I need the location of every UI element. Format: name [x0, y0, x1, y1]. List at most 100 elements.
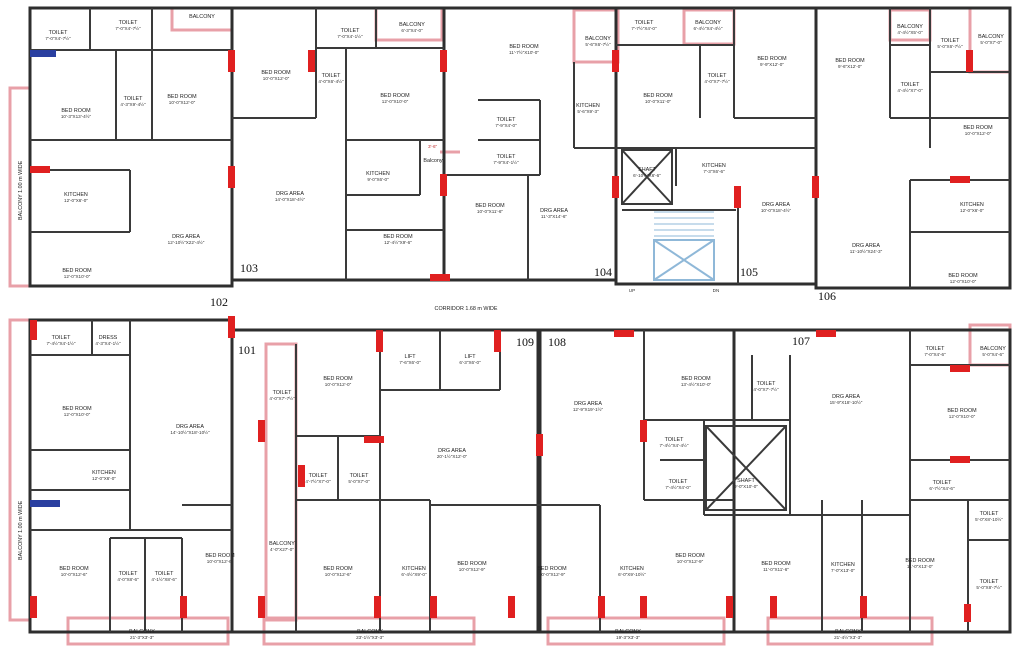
room-dimension: 4'-4½"X5'-0"	[897, 29, 923, 35]
room-name: TOILET	[124, 96, 143, 102]
doors	[30, 50, 973, 622]
room-dimension: 5'-0"X7'-0"	[348, 479, 370, 484]
room-name: DRG AREA	[574, 401, 602, 407]
room-dimension: 10'-0"X12'-9"	[459, 567, 486, 572]
room-name: BALCONY	[615, 629, 641, 635]
stair-dn: DN	[713, 288, 720, 293]
room-name: TOILET	[322, 73, 341, 79]
room-dimension: 10'-0"X12'-6"	[207, 559, 234, 564]
room-name: KITCHEN	[960, 202, 984, 208]
room-dimension: 12'-10½"X22'-4½"	[168, 239, 205, 245]
room-dimension: 5'-0"X7'-0"	[980, 40, 1002, 45]
room-name: BALCONY	[897, 24, 923, 30]
walls	[28, 6, 1012, 634]
room-dimension: 4'-0"X7'-7½"	[269, 395, 295, 401]
room-name: TOILET	[309, 473, 328, 479]
room-dimension: 10'-0"X18'-4½"	[761, 207, 792, 213]
flat-numbers: 101 102 103 104 105 106 107 108 109	[210, 261, 836, 357]
room-dimension: 6'-4½"X9'-0"	[401, 571, 427, 577]
room-dimension: 11'-0"X11'-6"	[763, 567, 789, 572]
room-dimension: 12'-0"X10'-0"	[949, 414, 976, 419]
room-name: DRG AREA	[276, 191, 304, 197]
stair-up: UP	[629, 288, 635, 293]
room-dimension: 12'-9"X19'-1½"	[573, 406, 604, 412]
room-name: BED ROOM	[475, 203, 505, 209]
room-name: Balcony	[423, 158, 442, 164]
room-name: BED ROOM	[675, 553, 705, 559]
room-dimension: 21'-4½"X3'-3"	[834, 634, 862, 640]
room-dimension: 12'-0"X6'-0"	[64, 198, 88, 203]
room-name: BED ROOM	[323, 376, 353, 382]
small-dimension: 3'-6"	[428, 144, 438, 149]
room-name: BED ROOM	[383, 234, 413, 240]
room-name: BED ROOM	[905, 558, 935, 564]
room-name: TOILET	[757, 381, 776, 387]
room-dimension: 14'-0"X18'-4½"	[275, 196, 306, 202]
room-dimension: 9'-9"X12'-0"	[760, 62, 784, 67]
room-name: BED ROOM	[509, 44, 539, 50]
room-dimension: 10'-0"X12'-9"	[539, 572, 566, 577]
balcony-left-top: BALCONY 1.00 m WIDE	[18, 160, 24, 220]
room-dimension: 12'-0"X10'-0"	[64, 274, 91, 279]
room-name: KITCHEN	[92, 470, 116, 476]
room-name: TOILET	[980, 579, 999, 585]
room-dimension: 5'-0"X8'-7½"	[976, 584, 1002, 590]
room-dimension: 19'-3"X3'-3"	[616, 635, 640, 640]
room-dimension: 6'-3"X4'-0"	[401, 28, 423, 33]
room-name: BED ROOM	[62, 268, 92, 274]
room-name: BED ROOM	[681, 376, 711, 382]
flat-103: 103	[240, 261, 258, 275]
room-dimension: 10'-3"X13'-4½"	[61, 113, 92, 119]
room-dimension: 9'-6"X12'-0"	[838, 64, 862, 69]
room-dimension: 7'-0"X4'-7½"	[45, 35, 71, 41]
room-name: SHAFT	[737, 478, 755, 484]
room-name: TOILET	[119, 20, 138, 26]
balcony-outlines	[8, 6, 1012, 646]
room-dimension: 23'-1½"X3'-3"	[356, 634, 384, 640]
room-name: LIFT	[464, 354, 476, 360]
room-name: TOILET	[497, 154, 516, 160]
room-dimension: 10'-0"X12'-0"	[965, 131, 992, 136]
room-name: BALCONY	[189, 14, 215, 20]
room-dimension: 10'-0"X11'-0"	[645, 99, 671, 104]
flat-104: 104	[594, 265, 612, 279]
room-name: TOILET	[273, 390, 292, 396]
room-dimension: 12'-0"X10'-0"	[64, 412, 91, 417]
room-dimension: 6'-4½"X4'-4½"	[693, 25, 722, 31]
room-dimension: 10'-0"X12'-0"	[325, 382, 352, 387]
room-name: TOILET	[708, 73, 727, 79]
room-name: BED ROOM	[205, 553, 235, 559]
room-name: KITCHEN	[366, 171, 390, 177]
room-name: BED ROOM	[963, 125, 993, 131]
room-dimension: 7'-3"X6'-6"	[703, 169, 725, 174]
room-dimension: 9'-0"X6'-0"	[367, 177, 389, 182]
room-dimension: 4'-3"X4'-1½"	[95, 340, 121, 346]
room-name: DRG AREA	[852, 243, 880, 249]
room-name: TOILET	[350, 473, 369, 479]
room-dimension: 5'-6"X9'-3"	[577, 109, 599, 114]
room-name: BED ROOM	[947, 408, 977, 414]
room-name: BED ROOM	[835, 58, 865, 64]
room-name: DRESS	[99, 335, 118, 341]
room-dimension: 10'-0"X12'-9"	[677, 559, 704, 564]
room-name: BALCONY	[980, 346, 1006, 352]
flat-106: 106	[818, 289, 836, 303]
room-name: TOILET	[669, 479, 688, 485]
room-dimension: 12'-4½"X9'-6"	[384, 239, 412, 245]
room-dimension: 12'-0"X6'-0"	[960, 208, 984, 213]
room-name: BED ROOM	[167, 94, 197, 100]
room-dimension: 10'-0"X12'-0"	[263, 76, 290, 81]
room-name: BED ROOM	[643, 93, 673, 99]
room-dimension: 5'-0"X6'-7½"	[937, 43, 963, 49]
room-name: BED ROOM	[380, 93, 410, 99]
room-dimension: 7'-4½"X4'-4½"	[659, 442, 688, 448]
flat-101: 101	[238, 343, 256, 357]
flat-108: 108	[548, 335, 566, 349]
room-dimension: 11'-3"X14'-6"	[541, 214, 567, 219]
room-name: KITCHEN	[702, 163, 726, 169]
room-name: TOILET	[901, 82, 920, 88]
flat-107: 107	[792, 334, 810, 348]
balcony-left-bottom: BALCONY 1.00 m WIDE	[18, 500, 24, 560]
room-name: TOILET	[980, 511, 999, 517]
